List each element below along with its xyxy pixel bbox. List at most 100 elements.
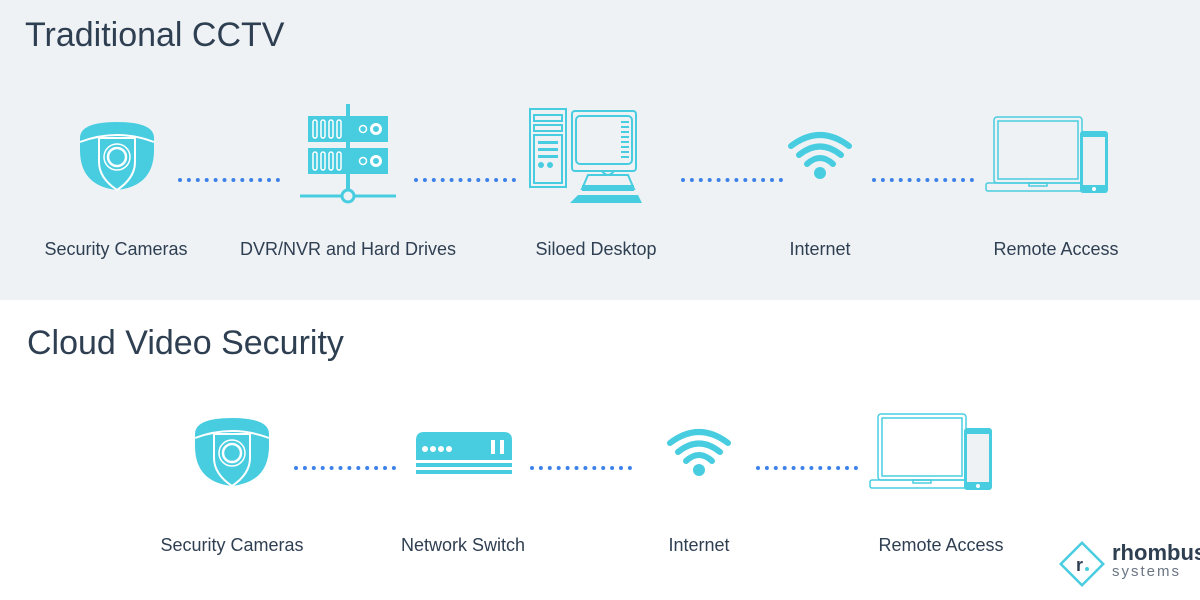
- node-label: Security Cameras: [160, 535, 304, 555]
- connector-dot: [619, 466, 623, 470]
- connector-dot: [267, 178, 271, 182]
- traditional-cctv-title: Traditional CCTV: [25, 16, 285, 54]
- connector-dot: [752, 178, 757, 182]
- connector-dot: [511, 178, 516, 182]
- cloud-video-security-title: Cloud Video Security: [27, 324, 344, 362]
- connector-dot: [494, 178, 499, 182]
- connector-dot: [698, 178, 703, 182]
- connector-dot: [356, 466, 361, 470]
- connector-dot: [538, 466, 543, 470]
- connector-dot: [845, 466, 849, 470]
- node-label: DVR/NVR and Hard Drives: [239, 239, 457, 259]
- connector-dot: [907, 178, 912, 182]
- connector-dot: [294, 466, 298, 470]
- dotted-connector: [294, 466, 396, 470]
- node-label: Siloed Desktop: [535, 239, 657, 259]
- connector-dot: [574, 466, 579, 470]
- connector-dot: [467, 178, 472, 182]
- connector-dot: [969, 178, 974, 182]
- connector-dot: [916, 178, 921, 182]
- connector-dot: [583, 466, 588, 470]
- connector-dot: [782, 466, 787, 470]
- connector-dot: [347, 466, 352, 470]
- connector-dot: [925, 178, 930, 182]
- connector-dot: [329, 466, 334, 470]
- connector-dot: [770, 178, 774, 182]
- connector-dot: [778, 178, 783, 182]
- connector-dot: [565, 466, 570, 470]
- connector-dot: [689, 178, 694, 182]
- connector-dot: [503, 178, 507, 182]
- connector-dot: [458, 178, 463, 182]
- connector-dot: [195, 178, 200, 182]
- connector-dot: [952, 178, 957, 182]
- connector-dot: [818, 466, 823, 470]
- connector-dot: [222, 178, 227, 182]
- connector-dot: [872, 178, 876, 182]
- connector-dot: [743, 178, 748, 182]
- connector-dot: [716, 178, 721, 182]
- rhombus-logo: r rhombus systems: [1056, 538, 1200, 590]
- connector-dot: [601, 466, 606, 470]
- connector-dot: [827, 466, 832, 470]
- connector-dot: [961, 178, 965, 182]
- connector-dot: [889, 178, 894, 182]
- connector-dot: [853, 466, 858, 470]
- dotted-connector: [872, 178, 974, 182]
- node-label: Remote Access: [878, 535, 1004, 555]
- connector-dot: [320, 466, 325, 470]
- connector-dot: [240, 178, 245, 182]
- connector-dot: [431, 178, 436, 182]
- connector-dot: [449, 178, 454, 182]
- connector-dot: [178, 178, 182, 182]
- connector-dot: [610, 466, 615, 470]
- connector-dot: [258, 178, 263, 182]
- connector-dot: [791, 466, 796, 470]
- connector-dot: [391, 466, 396, 470]
- node-label: Internet: [668, 535, 730, 555]
- traditional-cctv-section: [0, 0, 1200, 300]
- connector-dot: [476, 178, 481, 182]
- connector-dot: [440, 178, 445, 182]
- connector-dot: [302, 466, 307, 470]
- connector-dot: [530, 466, 534, 470]
- connector-dot: [485, 178, 490, 182]
- connector-dot: [761, 178, 766, 182]
- connector-dot: [627, 466, 632, 470]
- connector-dot: [681, 178, 685, 182]
- connector-dot: [756, 466, 760, 470]
- logo-name: rhombus: [1112, 540, 1200, 565]
- connector-dot: [374, 466, 379, 470]
- connector-dot: [414, 178, 418, 182]
- svg-text:r: r: [1076, 555, 1083, 575]
- dotted-connector: [178, 178, 280, 182]
- node-label: Security Cameras: [44, 239, 188, 259]
- connector-dot: [934, 178, 939, 182]
- connector-dot: [231, 178, 236, 182]
- node-label: Network Switch: [400, 535, 526, 555]
- connector-dot: [249, 178, 254, 182]
- rhombus-diamond-icon: r: [1059, 541, 1105, 587]
- connector-dot: [734, 178, 739, 182]
- connector-dot: [592, 466, 597, 470]
- connector-dot: [880, 178, 885, 182]
- connector-dot: [773, 466, 778, 470]
- connector-dot: [800, 466, 805, 470]
- connector-dot: [422, 178, 427, 182]
- connector-dot: [213, 178, 218, 182]
- connector-dot: [556, 466, 561, 470]
- connector-dot: [383, 466, 387, 470]
- dotted-connector: [756, 466, 858, 470]
- connector-dot: [338, 466, 343, 470]
- logo-sub: systems: [1112, 563, 1182, 580]
- connector-dot: [943, 178, 948, 182]
- connector-dot: [707, 178, 712, 182]
- node-label: Remote Access: [993, 239, 1119, 259]
- dotted-connector: [530, 466, 632, 470]
- dotted-connector: [681, 178, 783, 182]
- connector-dot: [764, 466, 769, 470]
- connector-dot: [898, 178, 903, 182]
- connector-dot: [365, 466, 370, 470]
- connector-dot: [186, 178, 191, 182]
